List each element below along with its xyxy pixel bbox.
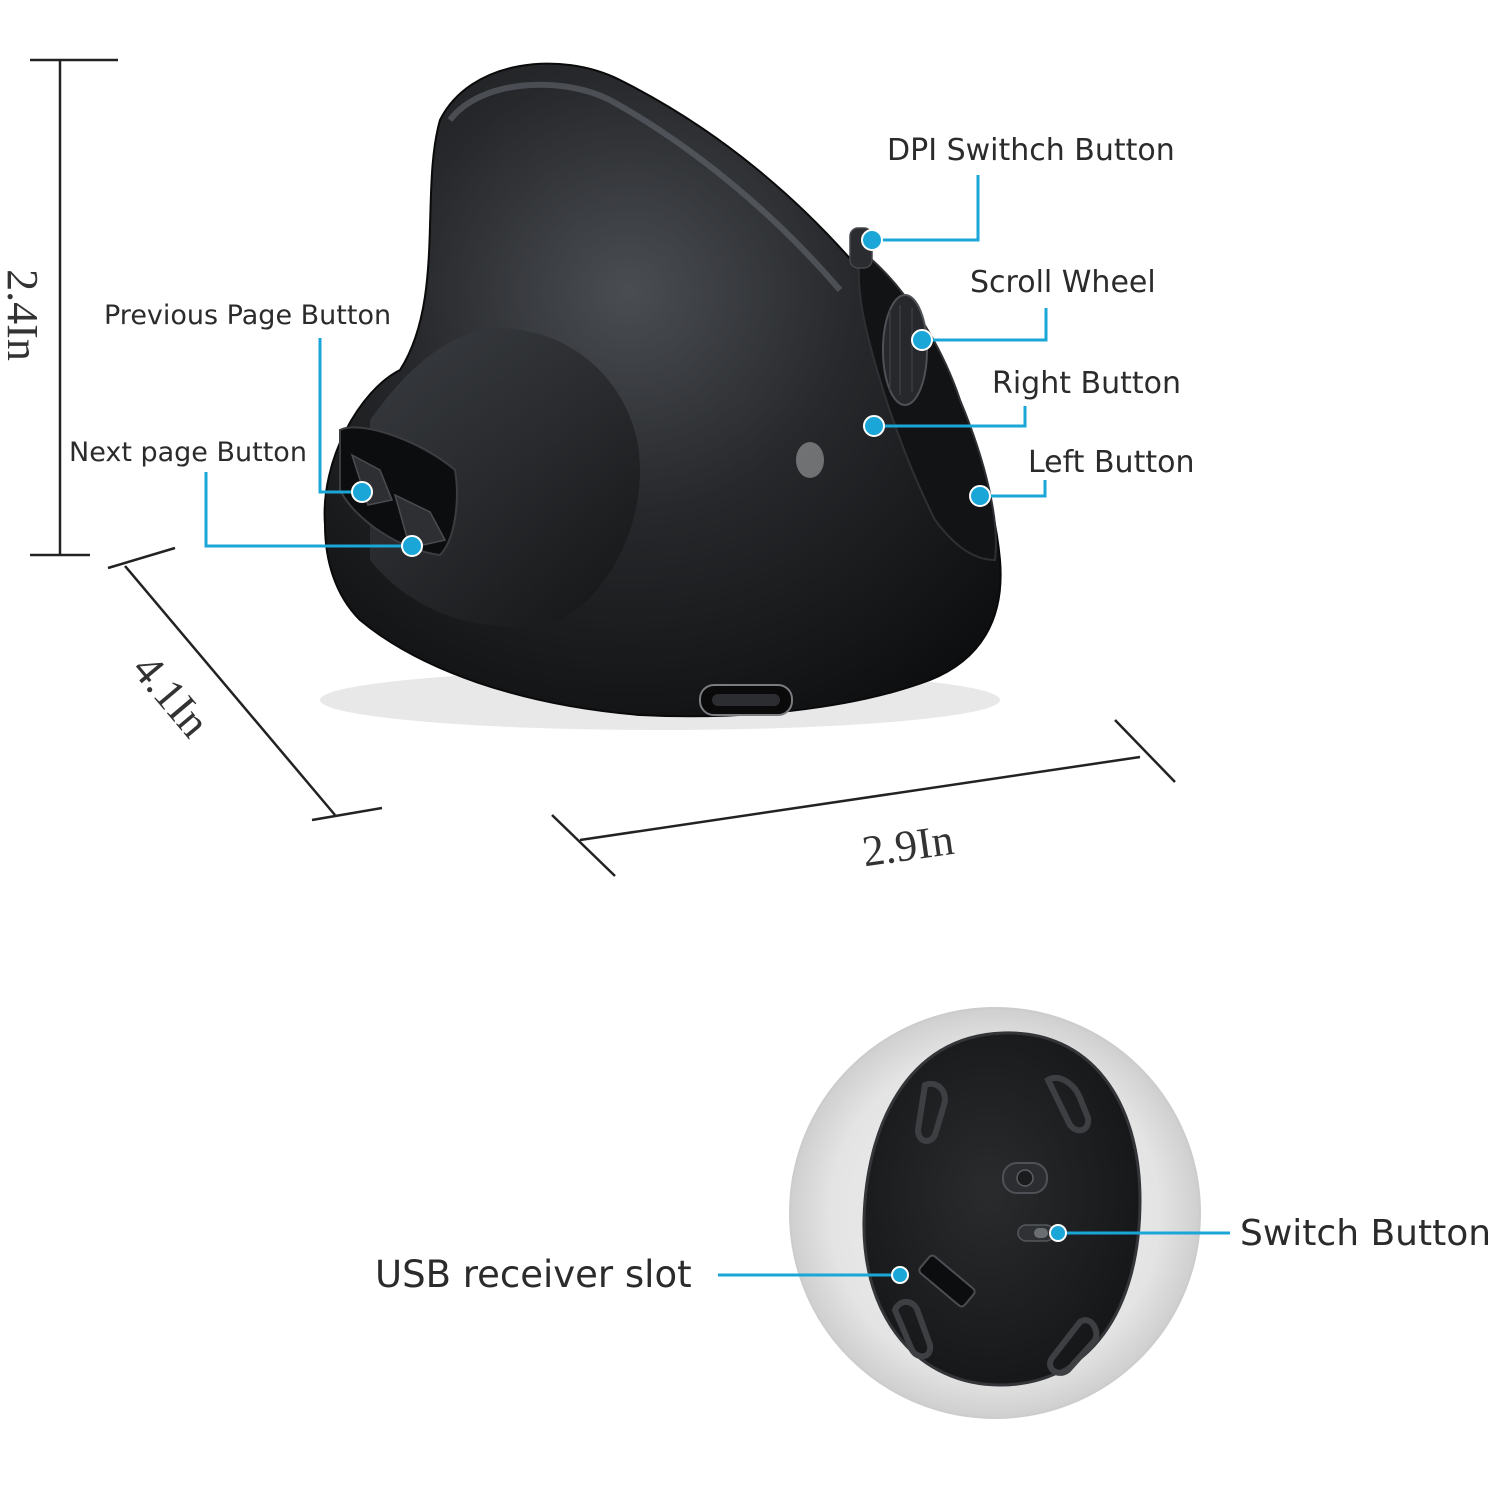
callout-usb: USB receiver slot	[375, 1253, 909, 1296]
scroll-wheel-label: Scroll Wheel	[970, 265, 1156, 300]
callout-scroll: Scroll Wheel	[911, 265, 1156, 351]
callout-switch: Switch Button	[1049, 1213, 1491, 1254]
mouse-bottom-view	[789, 1007, 1201, 1419]
callout-previous: Previous Page Button	[104, 300, 391, 503]
width-dimension: 2.9In	[551, 719, 1176, 877]
width-dimension-label: 2.9In	[859, 815, 957, 876]
callout-dpi: DPI Swithch Button	[861, 133, 1175, 251]
right-button-label: Right Button	[992, 366, 1181, 401]
usb-slot-label: USB receiver slot	[375, 1253, 692, 1296]
height-dimension: 2.4In	[0, 58, 118, 557]
previous-page-label: Previous Page Button	[104, 300, 391, 331]
callout-left: Left Button	[969, 445, 1194, 507]
callout-right: Right Button	[863, 366, 1181, 437]
mouse-side-view	[320, 62, 1002, 730]
dpi-button-label: DPI Swithch Button	[887, 133, 1175, 168]
switch-button-label: Switch Button	[1240, 1213, 1491, 1254]
left-button-label: Left Button	[1028, 445, 1194, 480]
next-page-label: Next page Button	[69, 437, 307, 468]
height-dimension-label: 2.4In	[0, 269, 47, 361]
callout-next: Next page Button	[69, 437, 423, 557]
